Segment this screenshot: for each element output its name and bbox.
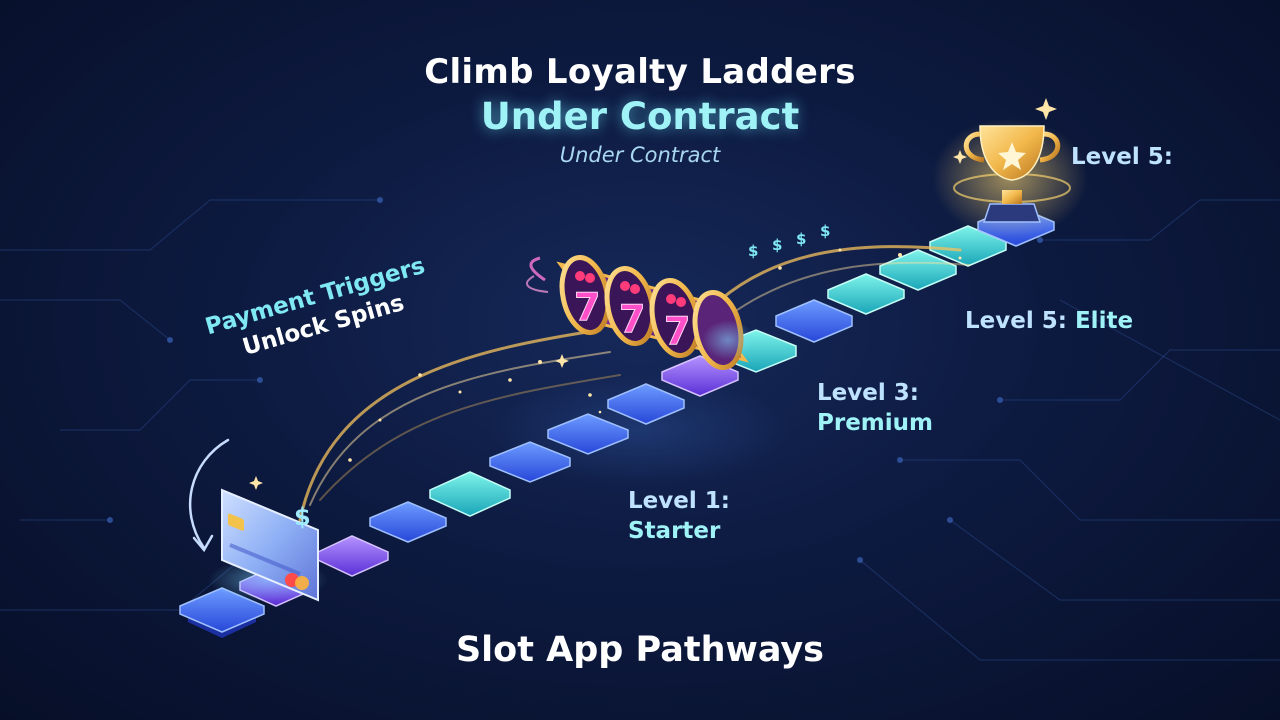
tile (775, 299, 853, 343)
reel-symbol: 7 (619, 297, 645, 341)
reel-symbol: 7 (664, 309, 690, 353)
sparkles (348, 248, 962, 462)
tile (489, 441, 571, 483)
dollar-icon: $ (820, 222, 830, 240)
page-title-highlight: Under Contract (480, 95, 800, 138)
sparkle-icon (249, 98, 1057, 490)
page-subtitle: Under Contract (559, 143, 721, 167)
tile (879, 249, 957, 291)
dollar-icon: $ (796, 230, 806, 248)
level-prefix: Level 5: (965, 308, 1067, 334)
dollar-icon: $ (772, 236, 782, 254)
tile (827, 273, 905, 315)
reel-symbol: 7 (574, 285, 600, 329)
tile (369, 501, 447, 543)
level-prefix: Level 3: (817, 380, 919, 406)
footer-title: Slot App Pathways (455, 630, 825, 670)
tile (547, 413, 629, 455)
level-prefix: Level 1: (628, 488, 730, 514)
level-name: Starter (628, 518, 721, 544)
floating-dollars: $ $ $ $ (748, 222, 830, 260)
level-name: Premium (817, 410, 933, 436)
dollar-icon: $ (748, 242, 758, 260)
curved-arrow-icon (188, 438, 230, 553)
tile (179, 587, 265, 638)
level-label-starter: Level 1: Starter (628, 486, 730, 546)
credit-card-icon: $ (208, 488, 328, 602)
level-prefix: Level 5: (1071, 144, 1173, 170)
level-label-top: Level 5: (1071, 142, 1173, 172)
page-title: Climb Loyalty Ladders (424, 52, 856, 92)
tile (607, 383, 685, 425)
cherry-icon (575, 271, 686, 307)
tile (429, 471, 511, 517)
slot-machine-icon: 7 7 7 (526, 255, 754, 370)
level-name: Elite (1074, 308, 1134, 334)
level-label-premium: Level 3: Premium (817, 378, 933, 438)
level-label-elite: Level 5: Elite (965, 306, 1133, 336)
tile (317, 535, 389, 577)
trophy-icon (932, 118, 1088, 238)
dollar-icon: $ (294, 503, 311, 531)
